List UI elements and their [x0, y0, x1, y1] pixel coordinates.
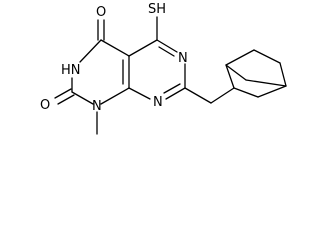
molecule-structure: SH O HN N N N O	[40, 2, 287, 135]
bond-c8a-n1	[100, 87, 130, 105]
bond-ch2-norbornane	[210, 87, 235, 104]
bond-nb-c3-c4	[257, 85, 287, 98]
bond-c5-n6-double	[158, 46, 175, 57]
bond-n3-c4	[79, 39, 102, 63]
bond-nb-c2-c3	[233, 87, 259, 98]
label-n8: N	[153, 95, 163, 110]
bond-nb-c5-c4	[279, 62, 287, 87]
bond-n8-c8a	[128, 87, 151, 100]
bond-c4a-c5	[128, 39, 158, 57]
label-n6: N	[178, 51, 188, 66]
bond-c2-o-double-a	[54, 88, 72, 99]
bond-nb-c7-c4	[245, 79, 287, 87]
bond-c5-n6	[156, 39, 178, 53]
label-thiol: SH	[148, 2, 166, 17]
bond-c4-c4a	[100, 39, 130, 57]
label-nh: HN	[61, 63, 81, 78]
bond-c7-n8	[165, 87, 186, 100]
bond-nb-c1-c6	[225, 49, 255, 66]
label-n1: N	[92, 99, 102, 114]
bond-nb-c2-c1	[225, 64, 235, 89]
bond-c2-o-double-b	[57, 94, 75, 105]
bond-nb-c1-c7	[225, 64, 247, 81]
bond-nb-c6-c5	[253, 49, 281, 64]
label-oxygen-bottom: O	[40, 98, 50, 113]
bond-c7-n8-double	[163, 83, 181, 94]
label-oxygen-top: O	[96, 5, 106, 20]
bond-c7-ch2	[184, 87, 212, 104]
bond-n1-c2	[71, 91, 94, 105]
